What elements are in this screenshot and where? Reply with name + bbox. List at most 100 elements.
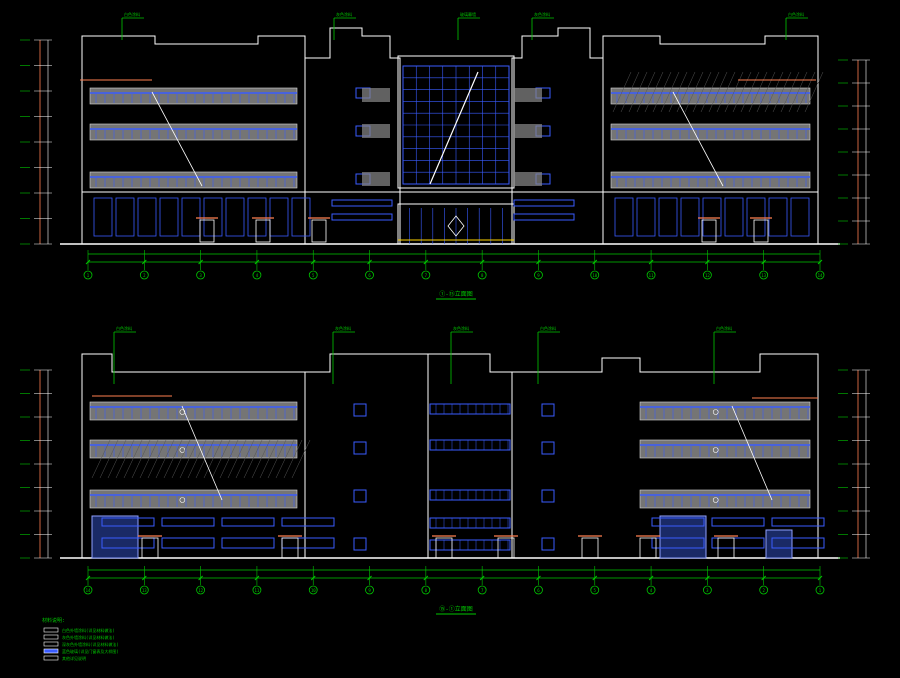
curtain-wall-grid — [398, 66, 514, 244]
axis-bubble — [421, 270, 431, 280]
legend-swatch — [43, 641, 59, 647]
rear-elevation-title: ⑮-①立面图 — [439, 605, 473, 613]
dimension-tick — [254, 575, 260, 581]
podium-strip-window — [331, 213, 393, 221]
axis-label: 2 — [143, 273, 146, 278]
podium-window — [93, 197, 113, 237]
rear-left-door-block — [91, 515, 139, 559]
dimension-tick — [817, 259, 823, 265]
facade-hatch — [788, 71, 808, 113]
axis-label: 12 — [705, 273, 710, 278]
rear-right-outline — [512, 353, 819, 558]
facade-hatch — [291, 439, 311, 479]
podium-window — [269, 197, 289, 237]
front-window-bands — [80, 71, 824, 243]
axis-label: 4 — [256, 273, 259, 278]
floor-slab-band — [610, 171, 811, 189]
axis-label: 1 — [819, 588, 822, 593]
vent-circle — [179, 447, 186, 453]
podium-window — [702, 197, 722, 237]
axis-label: 9 — [368, 588, 371, 593]
rear-left-outline — [81, 353, 306, 558]
entry-door — [639, 537, 657, 559]
ground-strip-window — [221, 537, 275, 549]
entry-door — [281, 537, 299, 559]
punched-window — [541, 441, 555, 455]
front-leader-callouts: 白色涂料灰色涂料玻璃幕墙灰色涂料白色涂料 — [121, 11, 808, 40]
axis-label: 6 — [368, 273, 371, 278]
facade-hatch — [692, 71, 712, 113]
dimension-tick — [592, 259, 598, 265]
floor-slab-band — [89, 401, 298, 421]
podium-window — [291, 197, 311, 237]
facade-hatch — [99, 439, 119, 479]
center-right-outline — [511, 27, 603, 244]
dimension-tick — [423, 259, 429, 265]
facade-hatch — [195, 439, 215, 479]
facade-hatch — [243, 439, 263, 479]
stone-cladding-panel — [514, 88, 542, 102]
axis-bubble — [139, 585, 149, 595]
dimension-tick — [310, 259, 316, 265]
axis-label: 8 — [481, 273, 484, 278]
entry-door — [717, 537, 735, 559]
entry-door — [255, 219, 271, 243]
ground-strip-window — [281, 517, 335, 527]
punched-window — [353, 489, 367, 503]
podium-window — [790, 197, 810, 237]
facade-hatch — [267, 439, 287, 479]
podium-window — [181, 197, 201, 237]
podium-window — [768, 197, 788, 237]
axis-bubble — [646, 585, 656, 595]
ground-strip-window — [161, 537, 215, 549]
vent-circle — [179, 497, 186, 503]
facade-hatch — [772, 71, 792, 113]
axis-bubble — [590, 270, 600, 280]
podium-window — [137, 197, 157, 237]
axis-label: 12 — [198, 588, 203, 593]
stone-cladding-panel — [514, 172, 542, 186]
axis-label: 7 — [481, 588, 484, 593]
axis-bubble — [83, 585, 93, 595]
core-strip-window — [429, 403, 511, 415]
punched-window — [541, 489, 555, 503]
rear-right-small-door — [765, 529, 793, 559]
axis-label: 13 — [142, 588, 147, 593]
front-dimension-lines — [85, 250, 823, 270]
facade-hatch — [756, 71, 776, 113]
facade-hatch — [636, 71, 656, 113]
ground-strip-window — [651, 517, 705, 527]
entry-door — [435, 537, 453, 559]
axis-label: 5 — [594, 588, 597, 593]
leader-note: 灰色涂料 — [534, 11, 550, 17]
axis-label: 7 — [425, 273, 428, 278]
dimension-tick — [648, 259, 654, 265]
axis-bubble — [759, 585, 769, 595]
dimension-tick — [85, 259, 91, 265]
facade-hatch — [211, 439, 231, 479]
axis-bubble — [139, 270, 149, 280]
legend-swatch — [43, 627, 59, 633]
ground-strip-window — [101, 537, 155, 549]
podium-window — [614, 197, 634, 237]
podium-strip-window — [331, 199, 393, 207]
dimension-tick — [817, 575, 823, 581]
legend-item-label: 深灰色外墙涂料(详见材料做法) — [62, 641, 119, 647]
ground-strip-window — [221, 517, 275, 527]
facade-hatch — [628, 71, 648, 113]
axis-bubble — [702, 270, 712, 280]
podium-window — [203, 197, 223, 237]
facade-hatch — [684, 71, 704, 113]
ground-strip-window — [161, 517, 215, 527]
entry-door — [497, 537, 515, 559]
podium-window — [724, 197, 744, 237]
axis-label: 10 — [311, 588, 316, 593]
facade-hatch — [259, 439, 279, 479]
axis-bubble — [815, 585, 825, 595]
axis-bubble — [477, 585, 487, 595]
vent-circle — [712, 447, 719, 453]
podium-window — [658, 197, 678, 237]
axis-bubble — [815, 270, 825, 280]
